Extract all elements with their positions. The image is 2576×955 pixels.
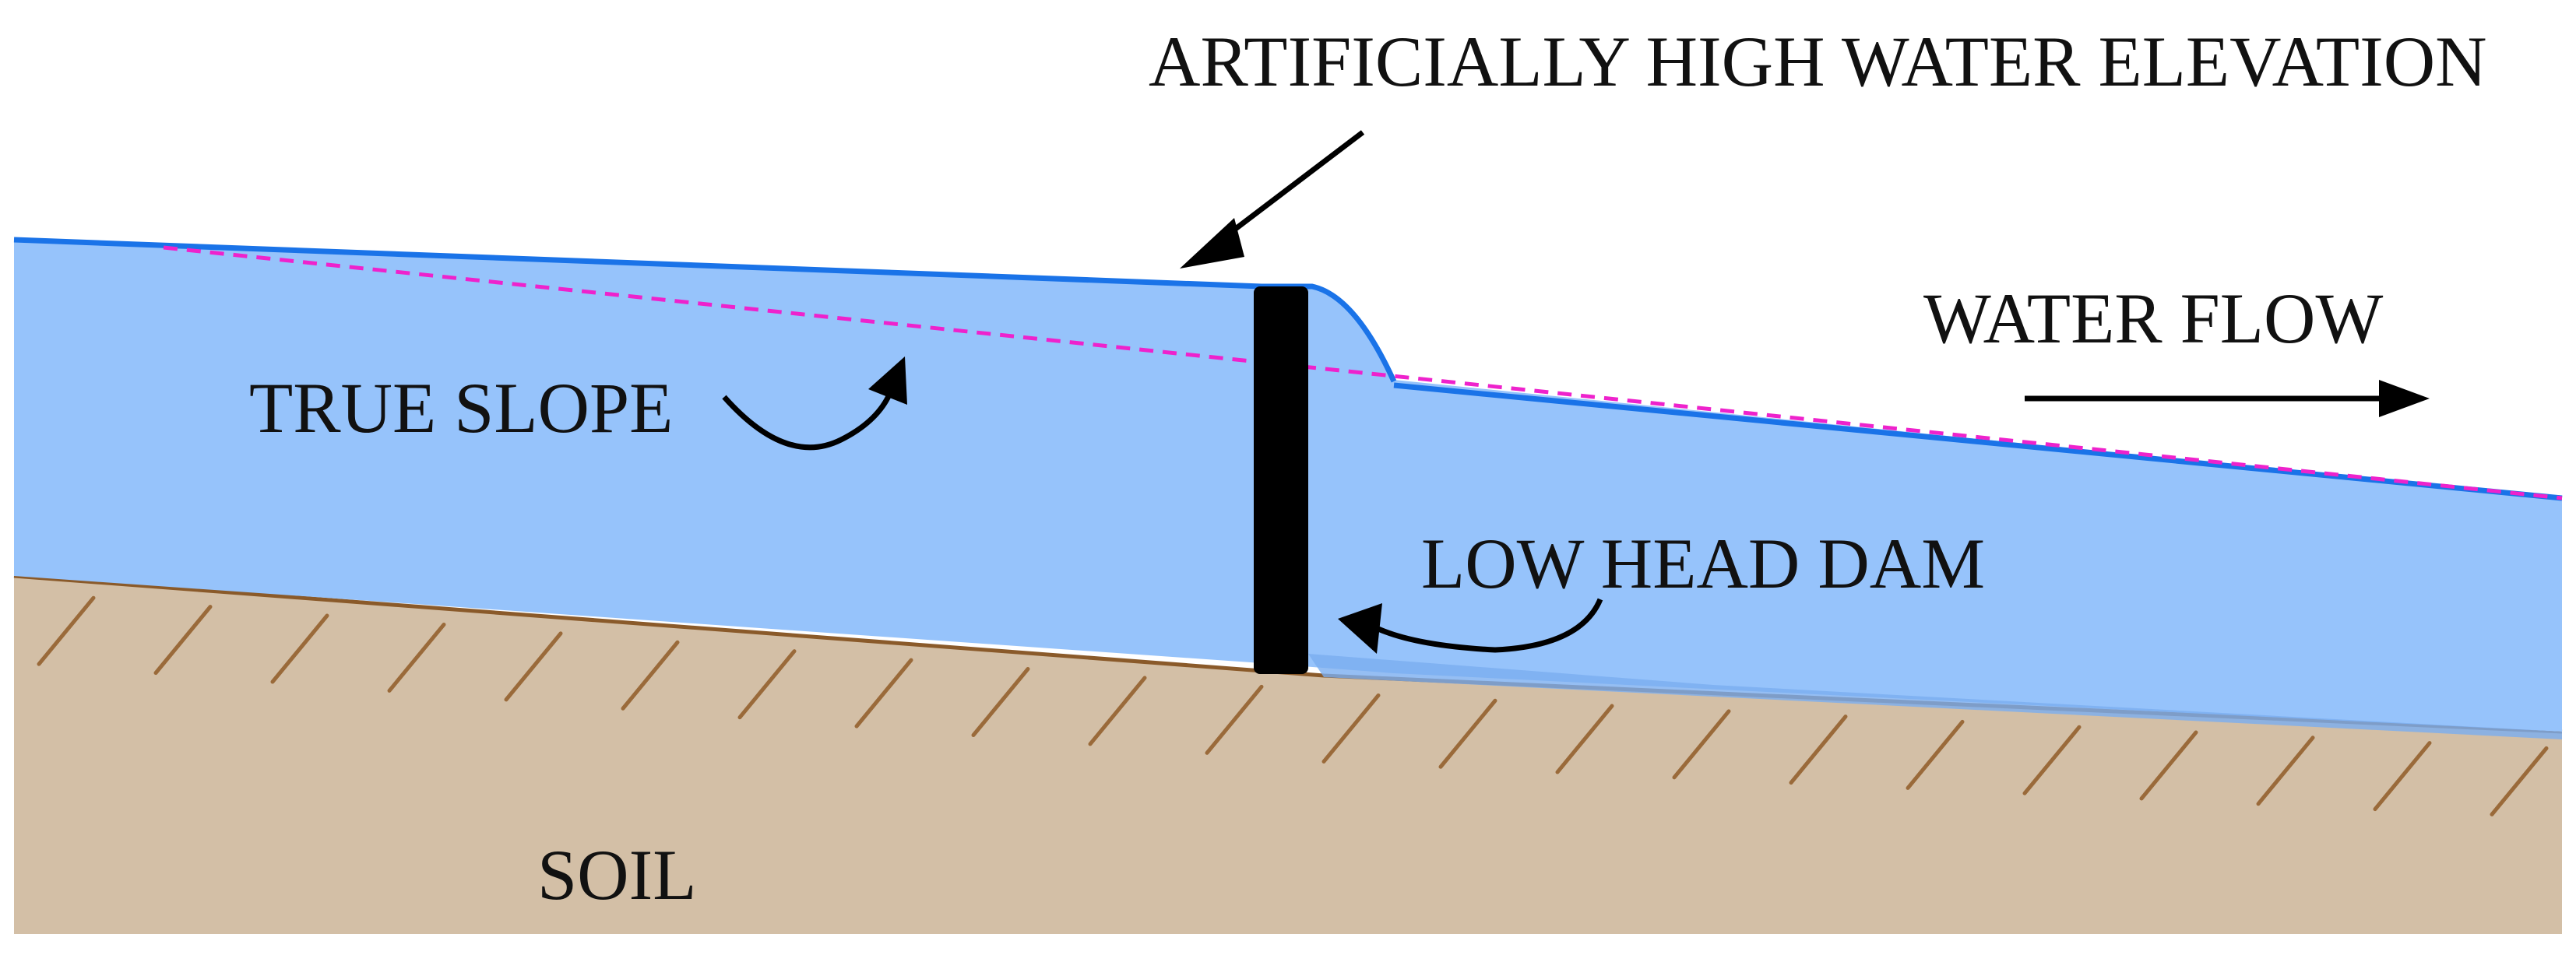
hatch-line: [153, 605, 213, 676]
curved-arrow-icon: [722, 356, 907, 451]
hatch-line: [854, 658, 913, 729]
hatch-line: [1205, 684, 1264, 755]
curved-arrow-icon: [1338, 598, 1603, 654]
top-annotation-label: ARTIFICIALLY HIGH WATER ELEVATION: [1149, 22, 2487, 101]
hatch-line: [971, 667, 1030, 738]
hatch-line: [2490, 746, 2549, 816]
hatch-line: [2373, 741, 2432, 812]
upstream-water: [14, 240, 1394, 673]
soil-label: SOIL: [537, 835, 696, 915]
hatch-line: [270, 613, 329, 684]
true-slope-label: TRUE SLOPE: [249, 368, 673, 448]
hatch-line: [1555, 704, 1614, 774]
low-head-dam: [1254, 286, 1308, 674]
hatch-line: [1672, 709, 1731, 780]
soil-hatch-lines: [37, 595, 2549, 816]
hatch-line: [504, 631, 563, 702]
upstream-water-surface: [13, 237, 1397, 383]
hatch-line: [1088, 676, 1147, 746]
hatch-line: [1906, 719, 1965, 790]
hatch-line: [2256, 736, 2315, 806]
hatch-line: [2139, 730, 2198, 801]
water-flow-label: WATER FLOW: [1923, 279, 2383, 358]
downstream-water-surface: [1393, 382, 2563, 501]
true-slope-line: [163, 245, 2563, 500]
soil-region: [14, 576, 2562, 934]
hatch-line: [1438, 698, 1497, 769]
hatch-line: [1321, 693, 1381, 764]
water-bed-seepage: [1308, 654, 2562, 739]
pointer-arrow-icon: [1180, 130, 1365, 269]
downstream-water: [1394, 380, 2562, 732]
hatch-line: [2022, 725, 2082, 795]
flow-arrow-icon: [2025, 380, 2430, 417]
hatch-line: [37, 595, 96, 666]
hatch-line: [621, 640, 680, 711]
hatch-line: [1789, 714, 1848, 785]
low-head-dam-label: LOW HEAD DAM: [1421, 524, 1985, 603]
hatch-line: [387, 622, 446, 693]
hatch-line: [737, 649, 797, 720]
